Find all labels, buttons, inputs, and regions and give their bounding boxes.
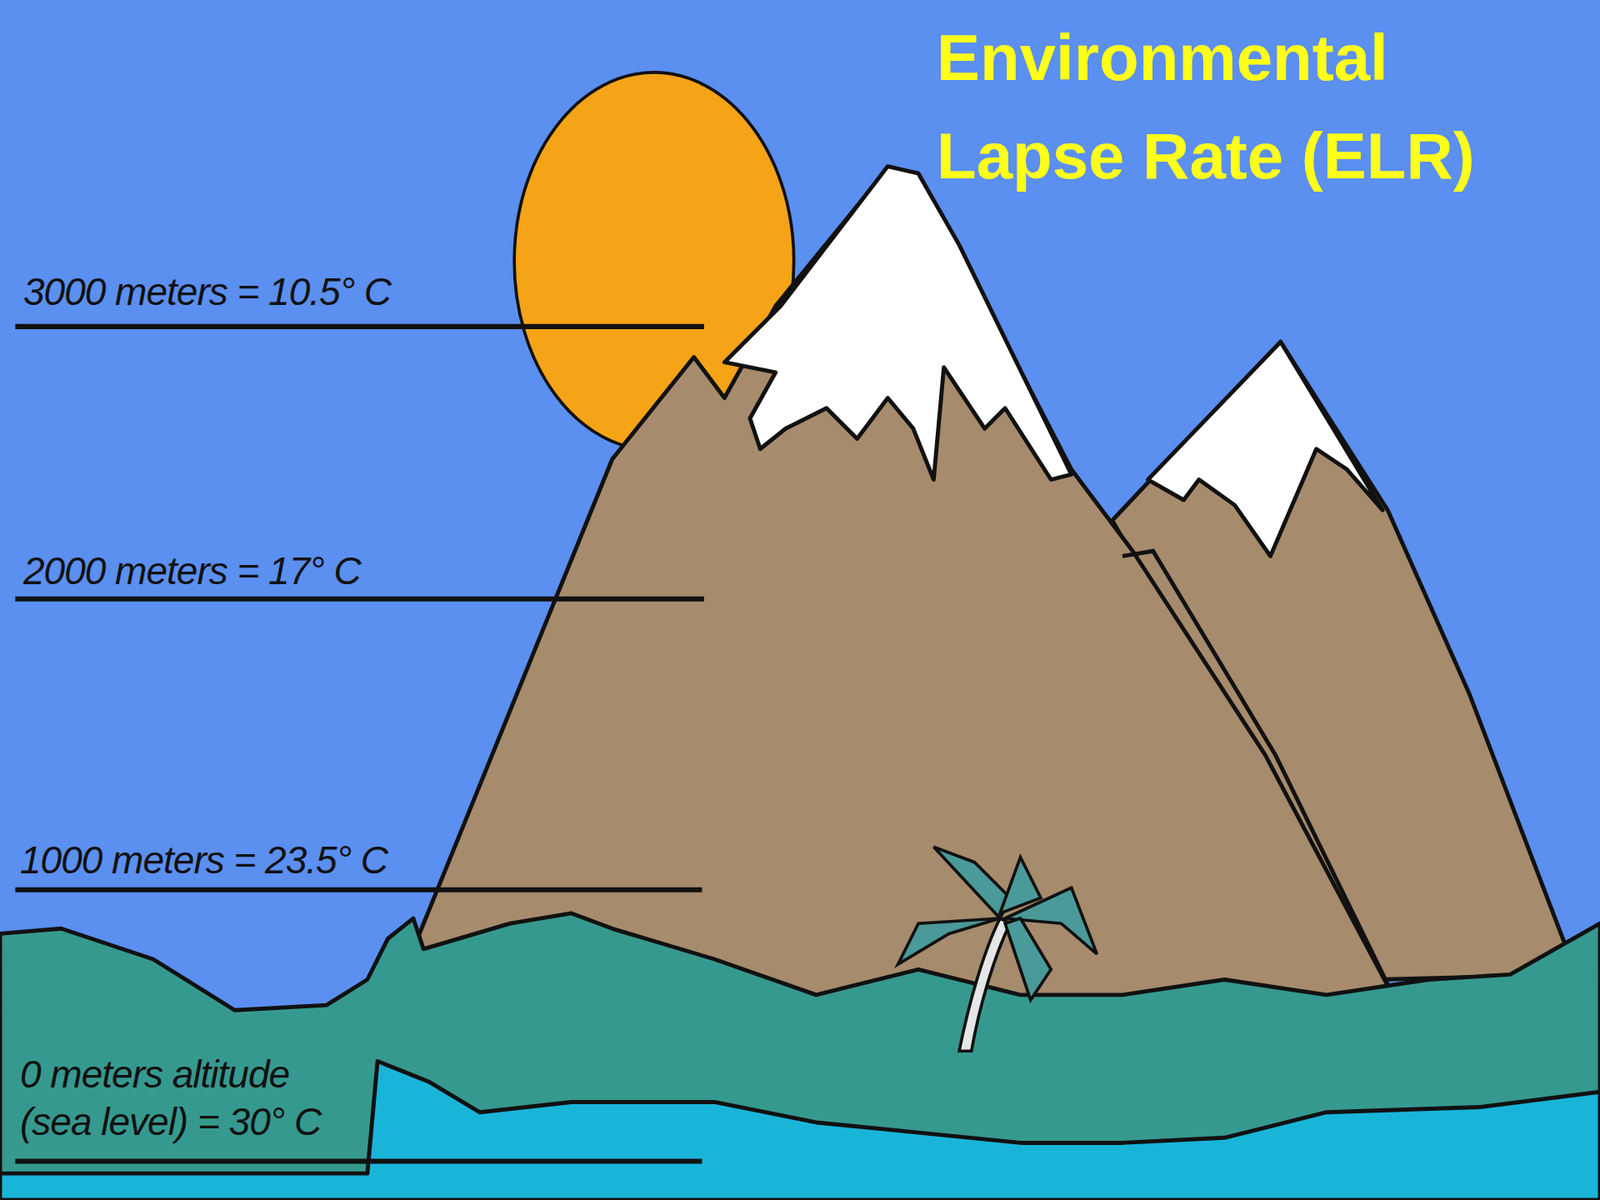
jungle	[0, 913, 1600, 1200]
altitude-label: 0 meters altitude (sea level) = 30° C	[20, 1050, 370, 1146]
title: Environmental Lapse Rate (ELR)	[936, 8, 1520, 205]
ridge-line	[1122, 550, 1399, 1005]
snow-cap	[1148, 341, 1384, 556]
palm-tree	[898, 846, 1098, 1051]
snow-cap	[724, 166, 1071, 480]
altitude-lines	[15, 326, 705, 1162]
altitude-label: 2000 meters = 17° C	[23, 550, 361, 593]
altitude-label: 3000 meters = 10.5° C	[23, 270, 391, 314]
altitude-line	[15, 324, 705, 330]
altitude-label: 1000 meters = 23.5° C	[20, 839, 388, 882]
altitude-line	[15, 1158, 702, 1164]
altitude-line	[15, 887, 702, 893]
altitude-line	[15, 596, 705, 602]
